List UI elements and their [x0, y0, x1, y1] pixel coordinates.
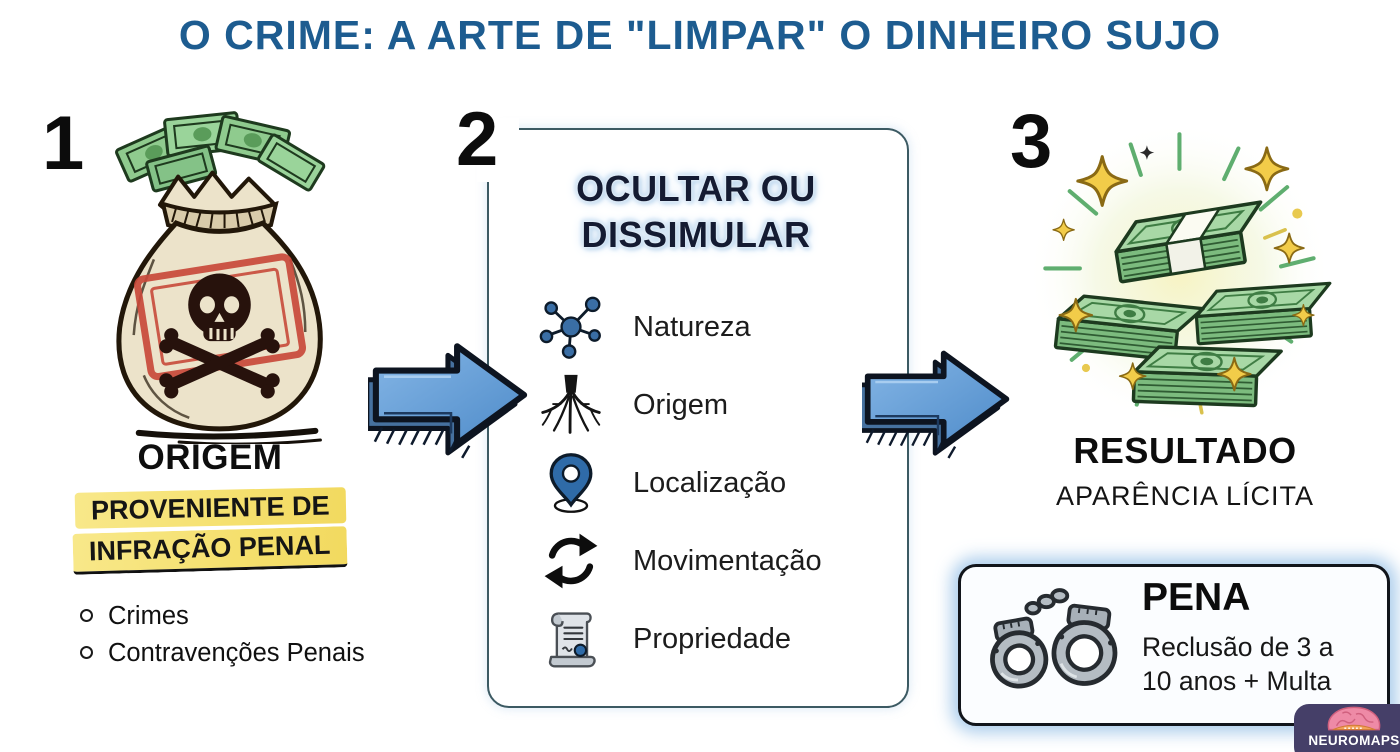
resultado-subheading: APARÊNCIA LÍCITA	[1055, 481, 1315, 511]
step1-number: 1	[42, 101, 85, 186]
cycle-arrows-icon	[535, 525, 607, 597]
location-pin-icon	[535, 447, 607, 519]
dissimulation-item: Origem	[535, 366, 885, 444]
flow-arrow-icon	[368, 343, 528, 459]
pena-line-2: 10 anos + Multa	[1142, 666, 1332, 696]
step2-number: 2	[456, 97, 499, 182]
dissimulation-item: Localização	[535, 444, 885, 522]
box-corner-patch	[477, 118, 519, 182]
molecule-icon	[535, 291, 607, 363]
page-title: O CRIME: A ARTE DE "LIMPAR" O DINHEIRO S…	[178, 12, 1222, 58]
step3-number: 3	[1010, 99, 1053, 184]
watermark-label: NEUROMAPS	[1308, 733, 1400, 748]
dissimulation-item: Propriedade	[535, 600, 885, 678]
origin-bullets: Crimes Contravenções Penais	[76, 600, 365, 673]
roots-icon	[535, 369, 607, 441]
highlight-line-2: INFRAÇÃO PENAL	[72, 526, 348, 575]
item-label: Movimentação	[633, 544, 822, 577]
resultado-heading: RESULTADO	[1073, 430, 1297, 471]
item-label: Natureza	[633, 310, 751, 343]
dissimulation-heading: OCULTAR OU DISSIMULAR	[487, 166, 905, 258]
money-stacks-icon	[1027, 121, 1335, 426]
origem-heading: ORIGEM	[137, 438, 283, 477]
bullet-item: Contravenções Penais	[76, 637, 365, 671]
heading-line-1: OCULTAR OU	[576, 168, 816, 209]
dissimulation-list: Natureza	[535, 288, 885, 678]
dissimulation-item: Natureza	[535, 288, 885, 366]
neuromaps-watermark: NEUROMAPS	[1294, 704, 1400, 752]
pena-heading: PENA	[1142, 576, 1251, 619]
highlight-line-1: PROVENIENTE DE	[74, 487, 346, 529]
scroll-document-icon	[535, 603, 607, 675]
item-label: Origem	[633, 388, 729, 421]
brain-icon	[1327, 706, 1381, 731]
origem-subtitle: PROVENIENTE DE INFRAÇÃO PENAL	[40, 487, 380, 575]
money-bag-skull-icon	[115, 111, 326, 444]
item-label: Propriedade	[633, 622, 791, 655]
pena-line-1: Reclusão de 3 a	[1142, 632, 1334, 662]
dissimulation-item: Movimentação	[535, 522, 885, 600]
item-label: Localização	[633, 466, 787, 499]
bullet-item: Crimes	[76, 600, 365, 634]
heading-line-2: DISSIMULAR	[581, 214, 811, 256]
dissimulation-box	[487, 128, 909, 708]
handcuffs-icon	[990, 588, 1118, 689]
flow-arrow-icon	[862, 350, 1010, 459]
